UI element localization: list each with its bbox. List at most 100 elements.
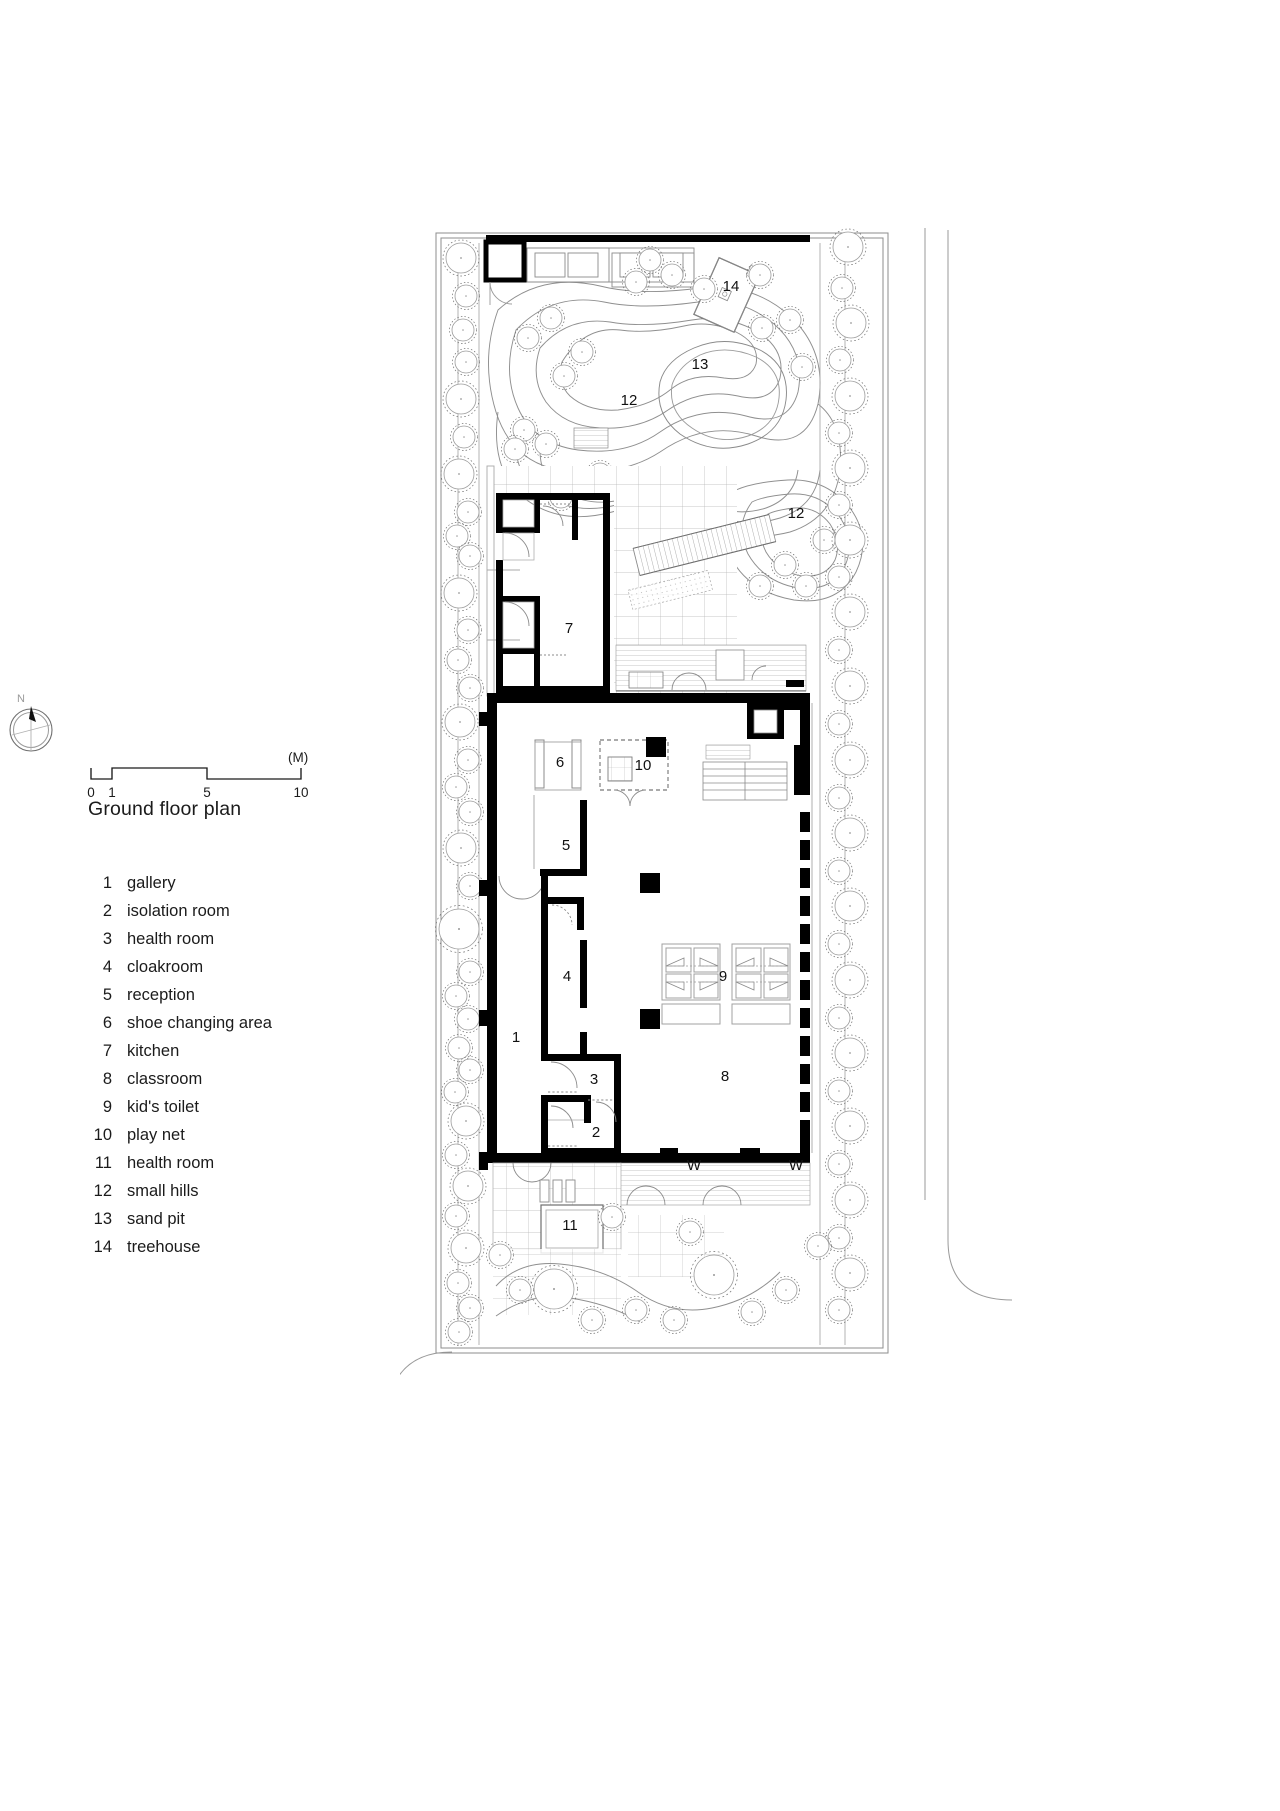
structural-column [646,737,666,757]
entry-deck-zone [615,644,807,692]
scale-tick-5: 5 [203,785,211,800]
scale-unit-label: (M) [288,750,308,765]
legend-item: 11 health room [80,1149,380,1177]
legend-item-number: 7 [102,1042,112,1060]
floor-plan-drawing: 14 13 12 12 7 6 10 5 9 4 1 8 3 2 11 W W [400,0,1280,1811]
legend-item-label: kid's toilet [127,1098,199,1116]
callout-12b: 12 [788,505,805,522]
legend-item: 4 cloakroom [80,953,380,981]
legend-item: 14 treehouse [80,1233,380,1261]
door-marker-w-right: W [789,1157,804,1174]
north-arrow-icon: N [0,690,62,760]
plan-annotations: W W [687,1157,804,1174]
door-marker-w-left: W [687,1157,702,1174]
compass-north-label: N [17,693,25,705]
legend-item: 5 reception [80,981,380,1009]
legend-item: 8 classroom [80,1065,380,1093]
step-hatch-a [573,427,609,449]
page-title: Ground floor plan [88,798,242,820]
callout-4: 4 [563,968,571,985]
legend-item: 3 health room [80,925,380,953]
legend-item: 1 gallery [80,869,380,897]
north-wall [486,235,810,242]
callout-7: 7 [565,620,573,637]
callout-8: 8 [721,1068,729,1085]
stair-core [702,703,801,801]
health-room-11-pavilion [540,1204,604,1254]
legend-item: 6 shoe changing area [80,1009,380,1037]
treehouse-structure [690,256,816,381]
callout-1: 1 [512,1029,520,1046]
south-terrace [486,1162,832,1334]
legend-item: 12 small hills [80,1177,380,1205]
legend-item-label: health room [127,1154,215,1172]
legend-item-label: play net [127,1126,185,1144]
legend-item-number: 1 [102,874,112,892]
legend-item: 10 play net [80,1121,380,1149]
legend-item-label: sand pit [127,1210,185,1228]
callout-9: 9 [719,968,727,985]
legend-item-number: 8 [102,1070,112,1088]
scale-bar: (M) 0 1 5 10 [87,748,308,808]
legend-item: 13 sand pit [80,1205,380,1233]
legend-item-label: isolation room [127,902,230,920]
legend-item-number: 13 [93,1210,112,1228]
legend-item-number: 4 [102,958,112,976]
legend-item-label: classroom [127,1070,203,1088]
compass-needle [29,706,36,722]
legend-item-label: small hills [127,1182,199,1200]
legend-item-label: health room [127,930,215,948]
main-east-wall [800,703,810,1153]
callout-5: 5 [562,837,570,854]
health-isolation-zone [541,1054,621,1159]
main-west-wall [487,693,497,1163]
callout-6: 6 [556,754,564,771]
scale-tick-0: 0 [87,785,95,800]
kitchen-walls [496,493,610,693]
scale-tick-1: 1 [108,785,116,800]
reception-door-swing [498,875,546,900]
callout-10: 10 [635,757,652,774]
legend-item-number: 2 [102,902,112,920]
main-building [479,693,813,1170]
legend-item-label: kitchen [127,1042,180,1060]
legend-item-number: 6 [102,1014,112,1032]
callout-11: 11 [562,1217,578,1234]
legend-item: 9 kid's toilet [80,1093,380,1121]
main-north-wall [487,693,810,703]
legend-item-label: gallery [127,874,176,892]
callout-3: 3 [590,1071,598,1088]
kids-toilet-fixtures [661,943,791,1025]
ramp-bridge [627,514,777,611]
terrace-bollards [539,1179,576,1203]
legend-item-number: 11 [94,1154,112,1172]
main-south-wall [487,1153,810,1163]
scale-tick-10: 10 [293,785,308,800]
legend-item-number: 9 [102,1098,112,1116]
east-tree-belt [819,228,870,1345]
callout-12a: 12 [621,392,638,409]
cloakroom-zone [541,869,621,1061]
legend-item-number: 12 [93,1182,112,1200]
legend-item-label: treehouse [127,1238,201,1256]
reception-zone [498,741,587,900]
legend-item-number: 3 [102,930,112,948]
legend-item-number: 5 [102,986,112,1004]
west-tree-belt [435,239,487,1346]
legend-item-label: cloakroom [127,958,204,976]
legend-item-number: 10 [93,1126,112,1144]
top-service-room [483,239,527,305]
callout-13: 13 [692,356,709,373]
legend-item-number: 14 [93,1238,112,1256]
callout-2: 2 [592,1124,600,1141]
room-callouts: 14 13 12 12 7 6 10 5 9 4 1 8 3 2 11 [512,278,805,1234]
play-net-zone [599,739,669,791]
legend-item: 2 isolation room [80,897,380,925]
callout-14: 14 [723,278,740,295]
legend-item-label: shoe changing area [127,1014,272,1032]
classroom-columns [640,873,760,1160]
drawing-info-panel: N (M) 0 [0,0,400,1811]
legend-item: 7 kitchen [80,1037,380,1065]
legend-item-label: reception [127,986,195,1004]
